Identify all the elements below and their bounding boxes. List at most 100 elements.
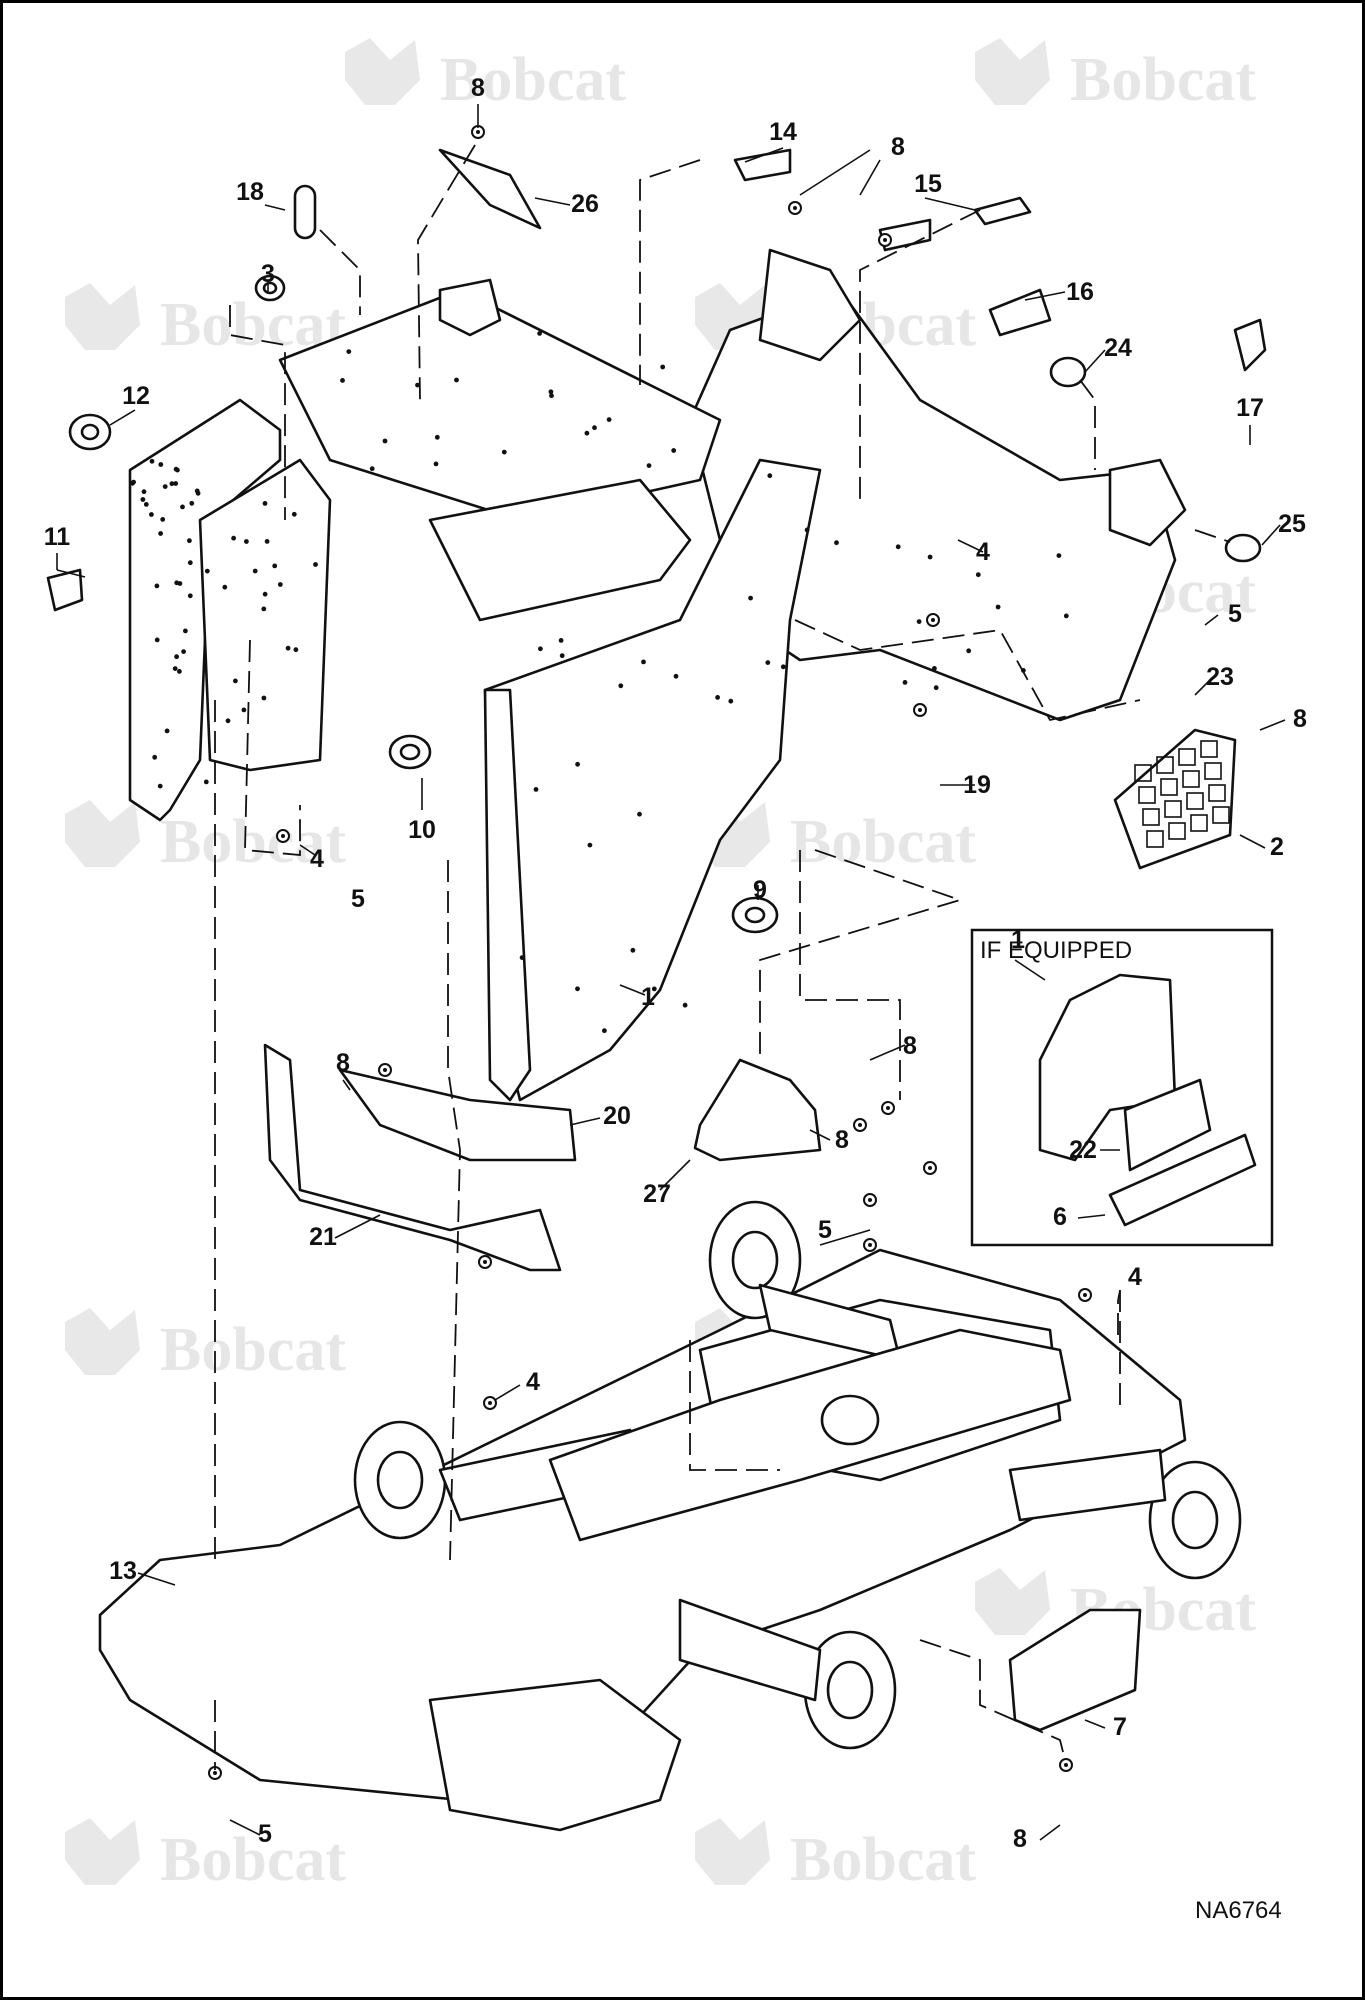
bobcat-watermark: Bobcat [1070,46,1256,114]
leader-line [494,1384,521,1401]
frame-hole [285,645,291,651]
frame-hole [346,349,352,354]
bobcat-watermark: Bobcat [160,808,346,876]
frame-hole [241,707,247,713]
grille-cell [1168,822,1186,840]
leader-line [744,147,784,163]
leader-line [957,539,984,553]
frame-hole [995,604,1001,610]
frame-hole [1056,553,1062,558]
callout-label: 3 [261,260,275,288]
frame-hole [204,568,210,574]
frame-hole [602,1028,607,1034]
callout-label: 8 [1293,705,1307,733]
bolt [926,613,940,627]
leader-line [342,1079,351,1091]
bolt [923,1161,937,1175]
frame-hole [549,393,554,399]
frame-hole [606,417,612,422]
callout-label: 8 [903,1032,917,1060]
frame-hole [272,563,278,569]
leader-line [1039,1824,1061,1841]
bolt [1059,1758,1073,1772]
frame-hole [433,461,439,467]
callout-label: 7 [1113,1713,1127,1741]
callout-label: 11 [44,523,71,551]
frame-hole [187,538,192,544]
frame-hole [519,955,525,960]
leader-line [924,197,976,211]
frame-hole [558,638,564,643]
frame-hole [671,448,677,453]
leader-line [1204,614,1219,626]
grille-cell [1134,764,1152,782]
callout-label: 1 [641,983,655,1011]
frame-hole [252,568,258,574]
leader-line [1084,349,1106,373]
frame-hole [172,666,178,671]
bolt [788,201,802,215]
grille-cell [1178,748,1196,766]
frame-hole [618,683,624,689]
frame-hole [262,591,268,597]
frame-hole [231,535,237,541]
grille-cell [1212,806,1230,824]
frame-hole [584,430,590,436]
leader-line [799,149,871,196]
leader-line [264,204,286,211]
frame-hole [748,595,753,601]
leader-line [1024,291,1066,301]
bobcat-logo-mark [65,1818,140,1885]
frame-hole [130,480,135,486]
callout-label: 10 [408,816,436,844]
callout-label: 23 [1206,663,1234,691]
frame-hole [149,512,154,517]
frame-hole [158,462,164,467]
leader-line [299,844,316,856]
bolt [863,1238,877,1252]
lower-chassis-part-13 [98,1200,1242,1832]
callout-label: 27 [643,1180,671,1208]
bobcat-logo-mark [345,38,420,105]
callout-label: 4 [526,1368,540,1396]
callout-label: 5 [818,1216,832,1244]
leader-line [1239,834,1266,849]
bolt [878,233,892,247]
frame-hole [244,539,249,544]
frame-hole [834,540,839,546]
frame-hole [434,434,440,440]
frame-hole [154,583,160,589]
callout-label: 22 [1069,1136,1097,1164]
leader-line [1084,1719,1106,1729]
callout-label: 1 [1011,926,1025,954]
frame-hole [780,664,786,670]
drawing-number: NA6764 [1195,1897,1282,1924]
bobcat-watermark: Bobcat [160,1316,346,1384]
leader-line [1194,679,1211,696]
callout-label: 25 [1278,510,1306,538]
callout-label: 2 [1270,833,1284,861]
frame-hole [682,1002,688,1008]
frame-hole [501,449,507,455]
frame-hole [454,377,459,383]
grille-cell [1156,756,1174,774]
frame-hole [548,389,554,395]
frame-hole [261,606,267,612]
bolt [913,703,927,717]
grille-cell [1208,784,1226,802]
callout-label: 8 [1013,1825,1027,1853]
bolt [378,1063,392,1077]
grille-cell [1200,740,1218,758]
leader-line [109,409,136,426]
grille-cell [1160,778,1178,796]
grille-cell [1190,814,1208,832]
frame-hole [225,718,231,724]
frame-hole [180,504,185,510]
frame-hole [660,364,666,370]
callout-label: 4 [1128,1263,1142,1291]
bolt [853,1118,867,1132]
bolt [863,1193,877,1207]
frame-hole [140,497,146,502]
bobcat-logo-mark [975,38,1050,105]
